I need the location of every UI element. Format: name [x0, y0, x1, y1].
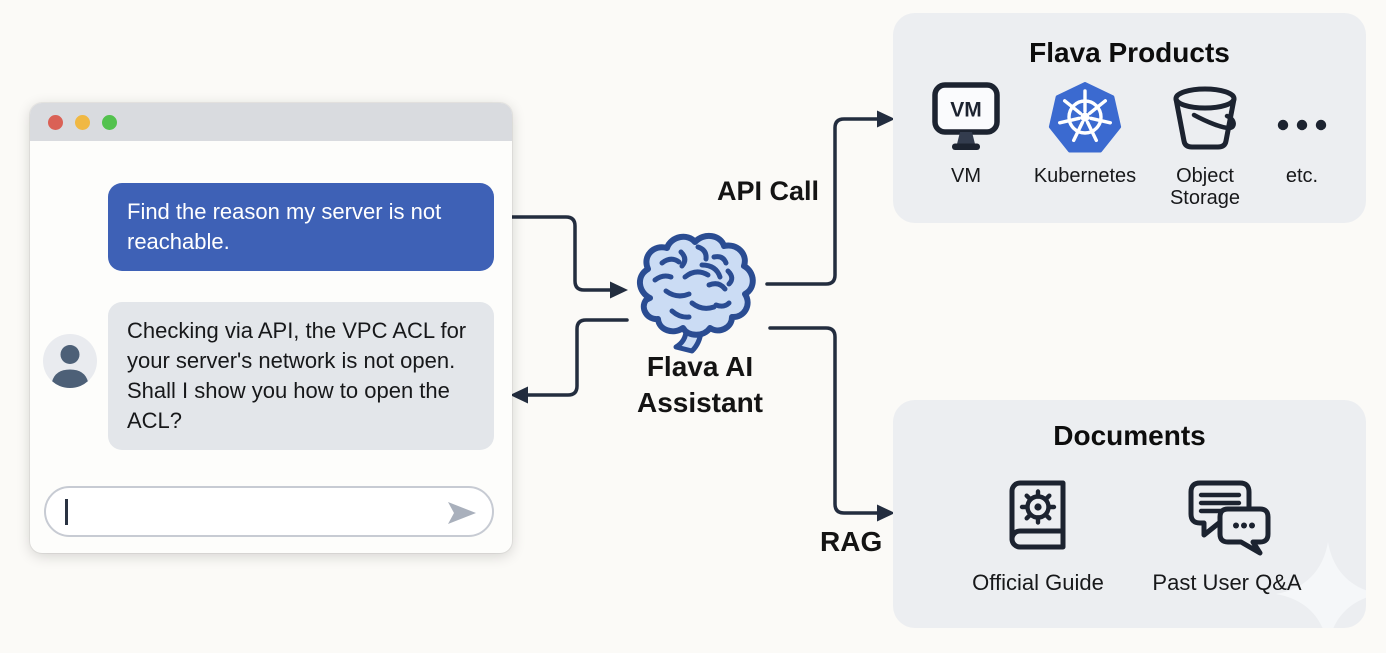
arrowhead-to-brain — [610, 281, 628, 299]
product-label-etc: etc. — [1285, 165, 1319, 187]
object-storage-bucket-icon — [1173, 86, 1237, 150]
product-label-object-storage: Object Storage — [1169, 165, 1241, 210]
arrowhead-to-chat — [510, 386, 528, 404]
rag-label: RAG — [820, 526, 883, 557]
vm-monitor-icon: VM — [932, 82, 1000, 150]
paper-plane-icon — [448, 502, 476, 524]
product-item-etc: etc. — [1242, 77, 1362, 187]
ai-assistant-label: Flava AI Assistant — [586, 349, 814, 422]
assistant-message-bubble: Checking via API, the VPC ACL for your s… — [108, 302, 494, 450]
kubernetes-icon — [1048, 82, 1122, 153]
document-label-official-guide: Official Guide — [972, 570, 1104, 595]
window-titlebar — [30, 103, 512, 141]
ai-assistant-label-line2: Assistant — [636, 387, 764, 419]
assistant-message-text: Checking via API, the VPC ACL for your s… — [127, 318, 467, 433]
zoom-button[interactable] — [102, 115, 117, 130]
minimize-button[interactable] — [75, 115, 90, 130]
arrowhead-to-documents — [877, 504, 895, 522]
product-item-kubernetes: Kubernetes — [1025, 77, 1145, 187]
product-item-object-storage: Object Storage — [1150, 77, 1260, 210]
arrowhead-to-products — [877, 110, 895, 128]
ai-assistant-node — [629, 231, 769, 359]
assistant-avatar — [43, 334, 97, 388]
edge-brain-to-chat — [525, 318, 629, 397]
products-panel-title: Flava Products — [1029, 37, 1230, 68]
brain-icon — [637, 232, 756, 354]
document-item-past-user-qa: Past User Q&A — [1137, 470, 1317, 596]
official-guide-book-icon — [1009, 480, 1066, 550]
edge-chat-to-brain — [510, 215, 613, 292]
person-icon — [51, 345, 89, 388]
chat-input[interactable] — [44, 486, 494, 537]
flava-products-panel: Flava Products VM VM — [893, 13, 1366, 223]
chat-window: Find the reason my server is not reachab… — [30, 103, 512, 553]
user-message-text: Find the reason my server is not reachab… — [127, 199, 442, 254]
ellipsis-icon — [1277, 119, 1327, 131]
user-message-bubble: Find the reason my server is not reachab… — [108, 183, 494, 271]
product-label-vm: VM — [951, 165, 981, 187]
sparkle-icon — [1276, 542, 1366, 628]
ai-assistant-label-line1: Flava AI — [646, 351, 754, 382]
text-cursor — [65, 499, 68, 525]
document-item-official-guide: Official Guide — [948, 470, 1128, 596]
product-label-kubernetes: Kubernetes — [1033, 165, 1137, 187]
svg-text:VM: VM — [950, 99, 982, 122]
document-label-past-user-qa: Past User Q&A — [1152, 570, 1302, 595]
send-button[interactable] — [446, 499, 478, 527]
documents-panel: Documents — [893, 400, 1366, 628]
edge-brain-to-documents — [768, 326, 880, 515]
edge-brain-to-products — [765, 117, 880, 286]
api-call-label: API Call — [717, 176, 820, 206]
documents-panel-title: Documents — [1053, 420, 1206, 451]
close-button[interactable] — [48, 115, 63, 130]
past-user-qa-chat-icon — [1188, 480, 1271, 556]
product-item-vm: VM VM — [906, 77, 1026, 187]
